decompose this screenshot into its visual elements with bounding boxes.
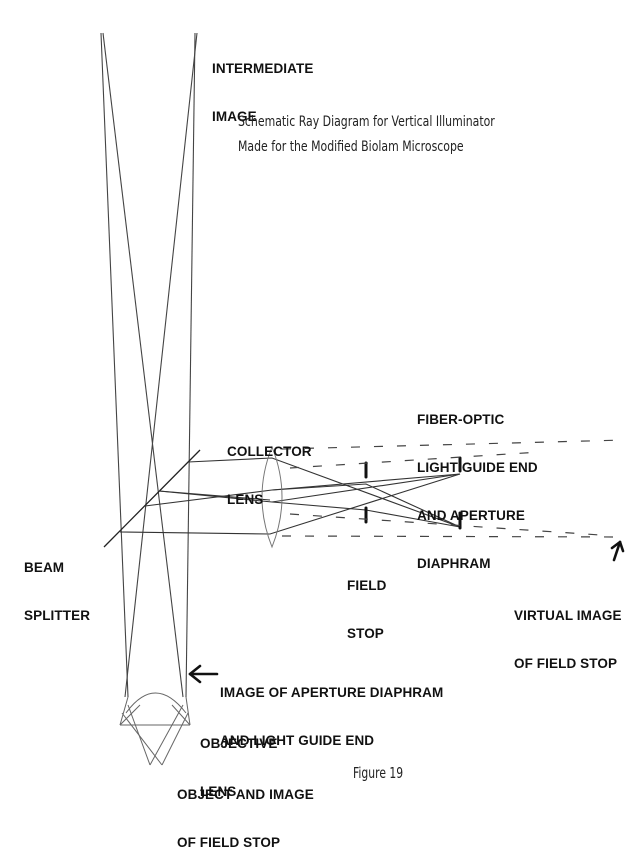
label-intermediate-image: INTERMEDIATE IMAGE (212, 61, 314, 124)
label-objective-lens: OBJECTIVE LENS (200, 736, 278, 799)
object-ray-2 (185, 696, 191, 726)
object-ray-6 (161, 712, 189, 766)
ray-diagram (100, 32, 626, 766)
vertical-ray-left-crossing (102, 32, 184, 698)
aperture-image-arrow (188, 664, 219, 684)
vertical-ray-right-crossing (124, 32, 198, 698)
object-ray-1 (119, 696, 129, 726)
objective-lens-arc (125, 692, 187, 714)
label-virtual-image: VIRTUAL IMAGE OF FIELD STOP (514, 608, 622, 671)
vertical-ray-left-outer (100, 32, 129, 698)
collector-lens (261, 445, 283, 549)
title-line-1: Schematic Ray Diagram for Vertical Illum… (238, 114, 495, 130)
figure-label: Figure 19 (353, 764, 404, 782)
beam-splitter (103, 449, 201, 548)
label-aperture-image: IMAGE OF APERTURE DIAPHRAM AND LIGHT GUI… (220, 685, 444, 748)
virtual-image-arrow (610, 540, 625, 562)
object-ray-5 (121, 712, 163, 766)
object-ray-7 (119, 704, 141, 726)
virtual-ray-top-inner (289, 451, 541, 469)
illum-ray-top (187, 457, 461, 528)
label-field-stop: FIELD STOP (347, 578, 387, 641)
virtual-ray-bottom-inner (289, 513, 601, 536)
object-ray-4 (149, 704, 184, 766)
object-ray-8 (171, 704, 191, 726)
vertical-ray-right-outer (185, 32, 196, 698)
illum-ray-cross-b (271, 483, 461, 528)
label-fiber-optic: FIBER-OPTIC LIGHT GUIDE END AND APERTURE… (417, 412, 538, 571)
illum-ray-cross-a (158, 490, 271, 501)
label-collector-lens: COLLECTOR LENS (227, 444, 312, 507)
label-object-image: OBJECT AND IMAGE OF FIELD STOP (177, 787, 314, 850)
title-line-2: Made for the Modified Biolam Microscope (238, 139, 464, 155)
illum-ray-bottom (119, 473, 461, 535)
label-beam-splitter: BEAM SPLITTER (24, 560, 91, 623)
